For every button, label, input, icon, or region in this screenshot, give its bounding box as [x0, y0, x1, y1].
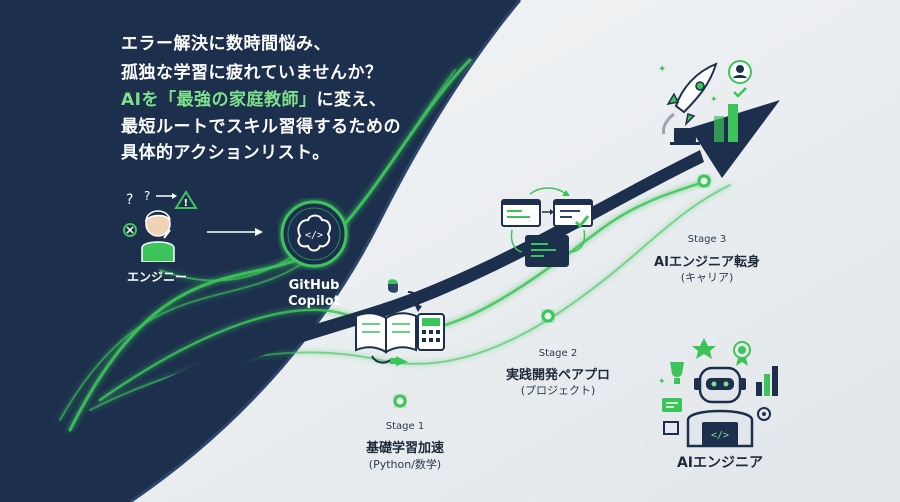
stage-2-number: Stage 2 [538, 348, 578, 359]
arrow-right-icon [207, 228, 263, 236]
copilot-label-line-1: GitHub [288, 278, 340, 293]
stage-1-title: 基礎学習加速 [365, 441, 444, 456]
stage-nodes [393, 174, 711, 408]
copilot-label-line-2: Copilot [288, 294, 340, 309]
ai-engineer-label: AIエンジニア [676, 455, 764, 471]
headline-line-3-suffix: に変え、 [316, 90, 387, 110]
headline-line-5: 具体的アクションリスト。 [121, 143, 330, 163]
stage-2-subtitle: (プロジェクト) [520, 384, 596, 397]
pair-programming-icon [501, 187, 593, 267]
stage-1-subtitle: (Python/数学) [368, 458, 442, 471]
svg-text:✦: ✦ [658, 64, 666, 75]
engineer-label: エンジニー [127, 270, 188, 284]
headline-line-3-prefix: AIを [121, 90, 159, 110]
headline-line-1: エラー解決に数時間悩み、 [121, 34, 331, 54]
headline-line-4: 最短ルートでスキル習得するための [121, 117, 401, 137]
svg-text:</>: </> [711, 430, 729, 441]
study-materials-icon [355, 279, 445, 366]
svg-text:✦: ✦ [710, 95, 718, 105]
stage-2-title: 実践開発ペアプロ [505, 368, 610, 383]
svg-text:!: ! [184, 198, 189, 209]
stage-3-title: AIエンジニア転身 [654, 255, 760, 270]
brain-code-icon: </> [280, 200, 348, 268]
svg-text:✦: ✦ [658, 377, 666, 387]
stage-1-number: Stage 1 [385, 421, 425, 432]
stage-3-number: Stage 3 [687, 234, 727, 245]
confused-engineer-icon: ? ? ! [123, 190, 198, 262]
headline-accent: 「最強の家庭教師」 [158, 90, 317, 110]
ai-engineer-robot-icon: </> ✦ [658, 338, 778, 448]
headline-line-3: AIを「最強の家庭教師」に変え、 [121, 90, 386, 110]
headline-line-2: 孤独な学習に疲れていませんか？ [121, 63, 383, 83]
stage-3-subtitle: (キャリア) [680, 271, 734, 284]
navy-region [0, 0, 520, 502]
career-launch-icon: ✦ ✦ [658, 60, 752, 145]
svg-text:</>: </> [305, 230, 323, 241]
svg-text:?: ? [144, 190, 150, 203]
svg-text:?: ? [126, 192, 133, 208]
